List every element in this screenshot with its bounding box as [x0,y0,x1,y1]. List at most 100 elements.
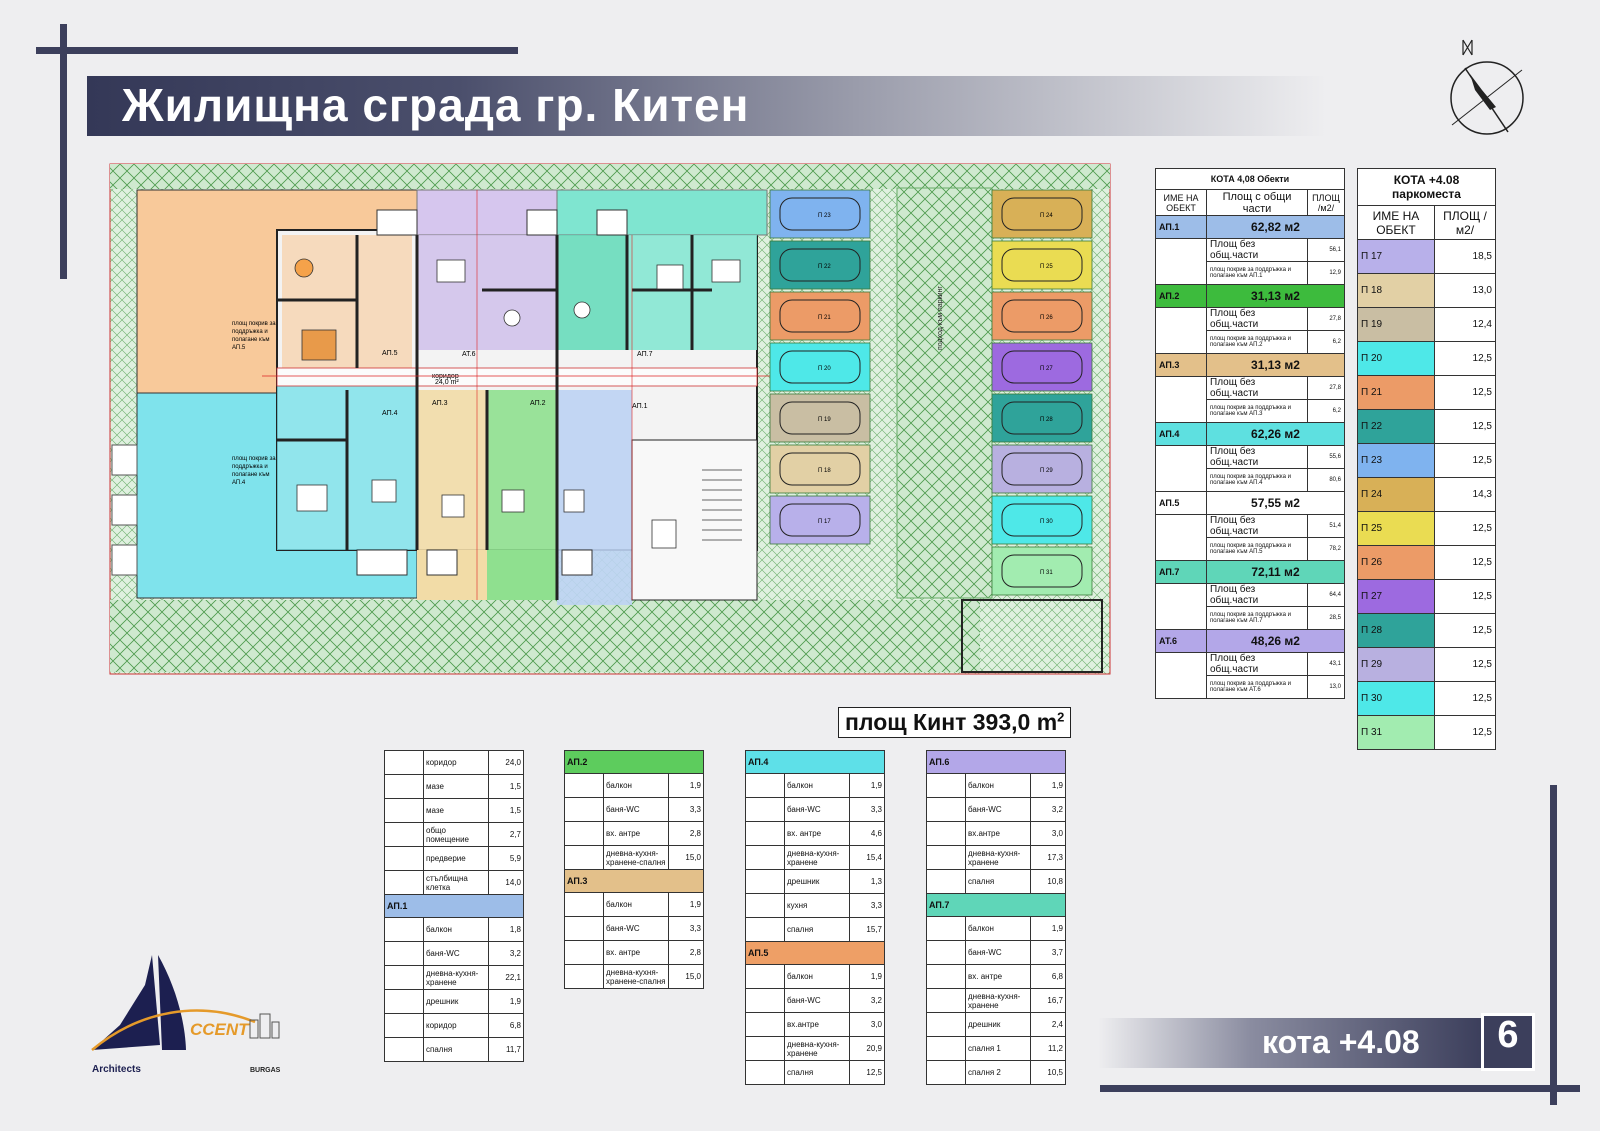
room-row: вх. антре 4,6 [745,821,885,846]
parking-space-label: П 22 [818,264,831,270]
room-area: 3,7 [1030,940,1066,965]
room-name: коридор [423,750,489,775]
object-roof-label: площ покрив за поддръжка и полагане към … [1206,537,1308,561]
parking-name: П 17 [1357,239,1435,274]
parking-space-label: П 19 [818,417,831,423]
room-area: 6,8 [488,1013,524,1038]
parking-area: 14,3 [1434,477,1496,512]
object-net-value: 43,1 [1307,652,1345,676]
room-name: вх. антре [965,964,1031,989]
parking-space-label: П 31 [1040,570,1053,576]
parking-space: П 26 [991,291,1093,341]
room-row: дрешник 1,3 [745,869,885,894]
parking-space-label: П 23 [818,213,831,219]
parking-space: П 19 [769,393,871,443]
object-table-col3: ПЛОЩ /м2/ [1307,189,1345,216]
room-row: балкон 1,9 [564,892,704,917]
room-row: спалня 2 10,5 [926,1060,1066,1085]
parking-table-col1: ИМЕ НА ОБЕКТ [1357,205,1435,240]
object-table-col1: ИМЕ НА ОБЕКТ [1155,189,1207,216]
parking-area: 12,5 [1434,409,1496,444]
apartment-header: АП.4 [745,750,885,774]
object-area-table: КОТА 4,08 Обекти ИМЕ НА ОБЕКТ Площ с общ… [1155,168,1345,699]
parking-name: П 24 [1357,477,1435,512]
room-row: баня-WC 3,3 [745,797,885,822]
parking-right-column: П 24П 25П 26П 27П 28П 29П 30П 31 [991,189,1093,596]
parking-space: П 24 [991,189,1093,239]
svg-text:поддръжка и: поддръжка и [232,329,268,335]
object-name: АП.1 [1155,215,1207,239]
room-area: 17,3 [1030,845,1066,870]
room-row: баня-WC 3,3 [564,797,704,822]
room-area: 2,7 [488,822,524,847]
parking-name: П 19 [1357,307,1435,342]
room-name: кухня [784,893,850,918]
parking-space-label: П 29 [1040,468,1053,474]
room-area: 2,8 [668,821,704,846]
room-name: вх.антре [965,821,1031,846]
room-name: дневна-кухня-хранене [965,988,1031,1013]
room-area: 1,9 [1030,916,1066,941]
room-row: балкон 1,8 [384,917,524,942]
frame-line-bottom [1100,1085,1580,1092]
object-net-label: Площ без общ.части [1206,238,1308,262]
logo-architects: Architects [92,1064,141,1075]
room-row: мазе 1,5 [384,774,524,799]
parking-name: П 27 [1357,579,1435,614]
room-name: дневна-кухня-хранене-спалня [603,845,669,870]
object-roof-value: 28,5 [1307,606,1345,630]
north-arrow-icon [1450,39,1524,135]
room-area: 1,5 [488,798,524,823]
parking-row: П 26 12,5 [1357,545,1496,580]
object-net-label: Площ без общ.части [1206,376,1308,400]
svg-text:полагане към: полагане към [232,337,270,343]
room-name: баня-WC [784,988,850,1013]
title-banner [87,76,1327,136]
room-row: дневна-кухня-хранене 22,1 [384,965,524,990]
apartment-header: АП.7 [926,893,1066,917]
parking-space: П 30 [991,495,1093,545]
room-row: балкон 1,9 [745,773,885,798]
apartment-header: АП.3 [564,869,704,893]
label-ap7: АП.7 [637,351,653,358]
room-name: дневна-кухня-хранене [784,845,850,870]
object-total-area: 57,55 м2 [1206,491,1345,515]
object-total-area: 31,13 м2 [1206,353,1345,377]
object-roof-value: 13,0 [1307,675,1345,699]
parking-name: П 23 [1357,443,1435,478]
parking-space-label: П 28 [1040,417,1053,423]
room-table-ap4-ap5: АП.4 балкон 1,9 баня-WC 3,3 вх. антре 4,… [745,750,885,1085]
parking-name: П 29 [1357,647,1435,682]
room-name: стълбищна клетка [423,870,489,895]
object-roof-label: площ покрив за поддръжка и полагане към … [1206,675,1308,699]
room-area: 1,9 [849,964,885,989]
label-ap1: АП.1 [632,403,648,410]
room-area: 3,3 [668,797,704,822]
apartment-header: АП.6 [926,750,1066,774]
room-name: дрешник [965,1012,1031,1037]
parking-area: 12,5 [1434,715,1496,750]
room-name: дневна-кухня-хранене [784,1036,850,1061]
room-row: балкон 1,9 [745,964,885,989]
room-name: балкон [423,917,489,942]
object-total-area: 62,26 м2 [1206,422,1345,446]
frame-line-top [36,47,518,54]
room-area: 20,9 [849,1036,885,1061]
room-name: балкон [784,773,850,798]
object-name: АТ.6 [1155,629,1207,653]
parking-table-title1: КОТА +4.08 [1393,173,1460,187]
room-row: балкон 1,9 [564,773,704,798]
room-name: вх. антре [603,940,669,965]
room-area: 3,2 [488,941,524,966]
frame-line-left [60,24,67,279]
parking-row: П 25 12,5 [1357,511,1496,546]
parking-space: П 25 [991,240,1093,290]
room-area: 1,5 [488,774,524,799]
room-name: вх. антре [784,821,850,846]
room-area: 2,4 [1030,1012,1066,1037]
parking-area-table: КОТА +4.08 паркоместа ИМЕ НА ОБЕКТ ПЛОЩ … [1357,168,1496,750]
parking-space: П 17 [769,495,871,545]
room-area: 1,8 [488,917,524,942]
parking-area: 12,5 [1434,511,1496,546]
room-row: вх. антре 2,8 [564,940,704,965]
